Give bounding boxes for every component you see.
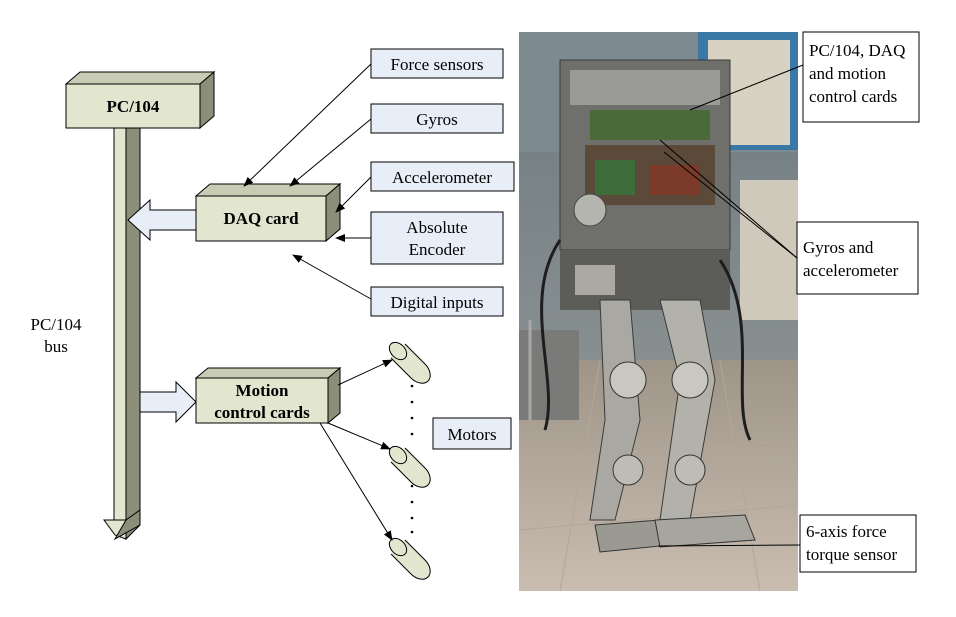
- pc104-block: PC/104: [64, 70, 216, 130]
- arrow-digital-to-daq: [292, 254, 372, 300]
- sensor-absolute-line1: Absolute: [406, 218, 467, 237]
- motion-label-line2: control cards: [214, 403, 310, 422]
- bus-label-line1: PC/104: [30, 315, 82, 334]
- motor-top: [388, 341, 431, 384]
- motor-bottom: [388, 537, 431, 580]
- arrow-accel-to-daq: [335, 176, 372, 213]
- pc104-label: PC/104: [107, 97, 160, 116]
- motor-ellipsis-dots: [410, 384, 414, 534]
- callout-gyros: Gyros and accelerometer: [659, 139, 919, 295]
- sensor-force-label: Force sensors: [390, 55, 483, 74]
- motors-label: Motors: [447, 425, 496, 444]
- callout-force-line2: torque sensor: [806, 545, 897, 564]
- arrow-motion-to-motor-top: [337, 359, 393, 386]
- sensor-gyros-label: Gyros: [416, 110, 458, 129]
- sensor-digital-label: Digital inputs: [390, 293, 483, 312]
- callout-force-line1: 6-axis force: [806, 522, 887, 541]
- pc104-bus-bar: [103, 94, 142, 541]
- robot-photo: [518, 32, 799, 592]
- motion-control-block: Motion control cards: [194, 366, 342, 425]
- motors-box: Motors: [432, 417, 512, 450]
- motor-middle: [388, 445, 431, 488]
- callout-pc104: PC/104, DAQ and motion control cards: [689, 31, 920, 123]
- sensor-force: Force sensors: [370, 48, 504, 79]
- sensor-absolute-encoder: Absolute Encoder: [370, 211, 504, 265]
- callout-gyros-line1: Gyros and: [803, 238, 874, 257]
- arrow-force-to-daq: [243, 63, 372, 187]
- daq-card-block: DAQ card: [194, 182, 342, 243]
- arrow-motion-to-motor-bottom: [319, 422, 393, 541]
- callout-force-sensor: 6-axis force torque sensor: [657, 514, 917, 573]
- motion-label-line1: Motion: [236, 381, 289, 400]
- sensor-accelerometer: Accelerometer: [370, 161, 515, 192]
- block-diagram: PC/104 DAQ card PC/104 bus Motion contro…: [30, 48, 515, 580]
- callout-pc104-line3: control cards: [809, 87, 897, 106]
- sensor-absolute-line2: Encoder: [409, 240, 466, 259]
- callout-pc104-line2: and motion: [809, 64, 886, 83]
- daq-card-label: DAQ card: [223, 209, 299, 228]
- sensor-gyros: Gyros: [370, 103, 504, 134]
- callout-gyros-line2: accelerometer: [803, 261, 899, 280]
- callout-pc104-line1: PC/104, DAQ: [809, 41, 905, 60]
- bus-label-line2: bus: [44, 337, 68, 356]
- sensor-digital-inputs: Digital inputs: [370, 286, 504, 317]
- arrow-motion-to-motor-middle: [327, 422, 391, 450]
- bus-to-motion-arrow: [139, 380, 197, 424]
- sensor-accelerometer-label: Accelerometer: [392, 168, 492, 187]
- arrow-gyros-to-daq: [289, 118, 372, 187]
